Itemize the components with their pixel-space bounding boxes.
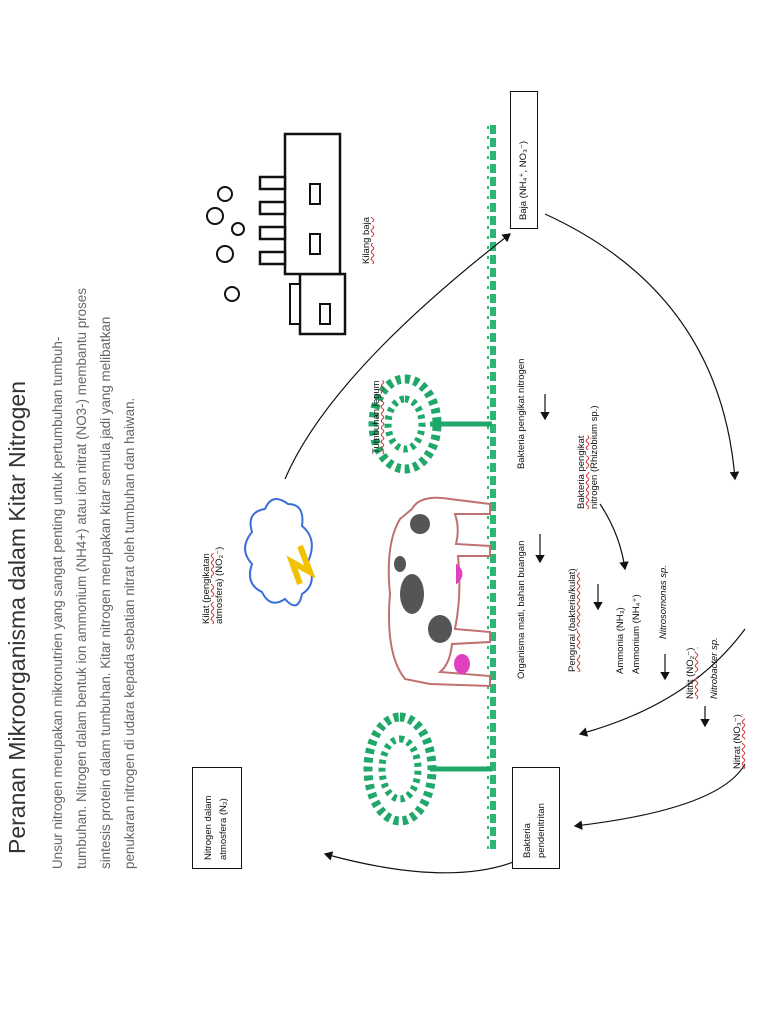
arrow-denitrification-to-nitrogen bbox=[323, 848, 541, 874]
nitrogen-box-line-2: atmosfera (N₂) bbox=[218, 798, 229, 860]
legume-label: Tumbuhan legum bbox=[371, 380, 382, 454]
nfix-bacteria-label: Bakteria pengikat nitrogen bbox=[516, 358, 527, 469]
denitrifying-line-1: Bakteria bbox=[522, 823, 533, 858]
arrow-lightning-to-fertilizer bbox=[284, 233, 511, 480]
dead-organisms-label: Organisma mati, bahan buangan bbox=[516, 540, 527, 679]
steel-mill-drawing bbox=[206, 132, 347, 336]
denitrifying-line-2: pendenitritan bbox=[536, 803, 547, 858]
arrow-nitrate-to-denitrifying bbox=[573, 763, 746, 830]
arrow-nitrate-to-plants bbox=[578, 628, 746, 737]
lightning-label: Kilat (pengikatan atmosfera) (NO₂⁻) bbox=[200, 547, 226, 624]
nitrogen-box-line-1: Nitrogen dalam bbox=[203, 795, 214, 860]
fertilizer-box: Baja (NH₄⁺, NO₃⁻) bbox=[510, 91, 538, 229]
nitrogen-atmosphere-box: Nitrogen dalam atmosfera (N₂) bbox=[192, 767, 242, 869]
lightning-cloud bbox=[244, 498, 316, 607]
cow-drawing bbox=[387, 496, 491, 688]
tree-left bbox=[363, 712, 492, 826]
nitrobacter-label: Nitrobacter sp. bbox=[709, 637, 720, 699]
nitrosomonas-label: Nitrosomonas sp. bbox=[658, 565, 669, 639]
lightning-line-2: atmosfera) (NO₂⁻) bbox=[214, 546, 225, 624]
ammonia-label: Ammonia (NH₃) bbox=[615, 607, 626, 674]
arrow-rhizobium-to-ammonium bbox=[599, 503, 629, 571]
nitrite-label: Nitrit (NO₂⁻) bbox=[685, 647, 696, 699]
ammonium-label: Ammonium (NH₄⁺) bbox=[631, 594, 642, 674]
lightning-line-1: Kilat (pengikatan bbox=[201, 553, 212, 624]
legume-plant bbox=[368, 374, 492, 474]
rhizobium-label: Bakteria pengikat nitrogen (Rhizobium sp… bbox=[575, 406, 601, 510]
nitrate-label: Nitrat (NO₃⁻) bbox=[732, 714, 743, 769]
rhizobium-line-2: nitrogen (Rhizobium sp.) bbox=[589, 405, 600, 510]
denitrifying-bacteria-box: Bakteria pendenitritan bbox=[512, 767, 560, 869]
decomposer-label: Pengurai (bakteria/kulat) bbox=[567, 568, 578, 673]
arrow-fertilizer-to-nitrate bbox=[544, 213, 740, 481]
steel-mill-label: Kilang baja bbox=[361, 216, 372, 264]
rhizobium-line-1: Bakteria pengikat bbox=[576, 435, 587, 509]
fertilizer-label: Baja (NH₄⁺, NO₃⁻) bbox=[518, 140, 529, 220]
